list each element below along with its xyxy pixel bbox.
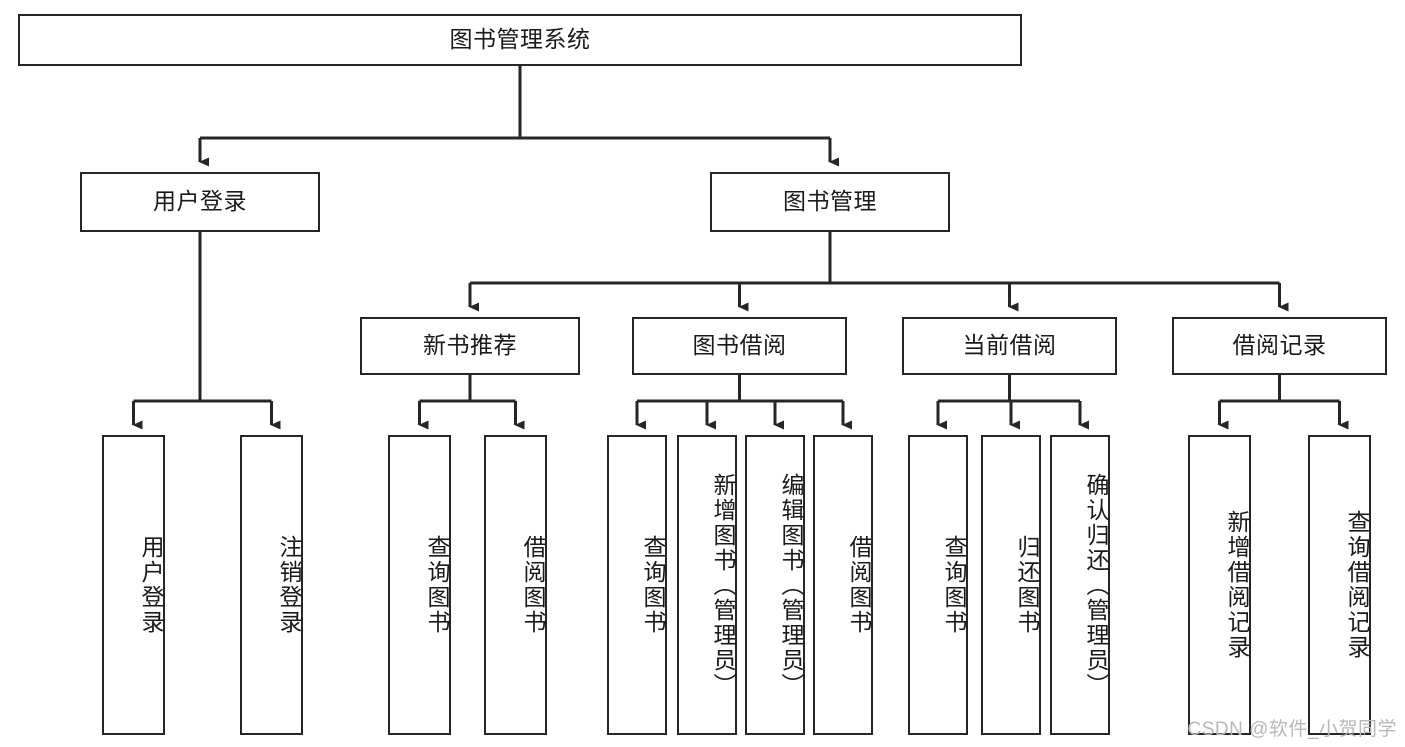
- node-leaf-add-book[interactable]: 新增图书（管理员）: [677, 435, 737, 735]
- node-leaf-borrow-book[interactable]: 借阅图书: [813, 435, 873, 735]
- node-leaf-return-book[interactable]: 归还图书: [981, 435, 1041, 735]
- node-leaf-edit-book[interactable]: 编辑图书（管理员）: [745, 435, 805, 735]
- node-label: 新书推荐: [423, 332, 517, 359]
- node-current-borrow[interactable]: 当前借阅: [902, 317, 1117, 375]
- node-label: 借阅图书: [520, 535, 546, 635]
- node-borrow-record[interactable]: 借阅记录: [1172, 317, 1387, 375]
- node-label: 新增图书（管理员）: [710, 472, 736, 698]
- node-user-login[interactable]: 用户登录: [80, 172, 320, 232]
- node-new-book-rec[interactable]: 新书推荐: [360, 317, 580, 375]
- node-label: 图书管理: [783, 188, 877, 215]
- node-label: 注销登录: [276, 535, 302, 635]
- node-label: 查询图书: [640, 535, 666, 635]
- node-label: 借阅图书: [846, 535, 872, 635]
- watermark-text: CSDN @软件_小贺同学: [1187, 719, 1397, 740]
- node-leaf-query-record[interactable]: 查询借阅记录: [1308, 435, 1371, 735]
- node-label: 查询借阅记录: [1344, 510, 1370, 660]
- node-leaf-query-book-rec[interactable]: 查询图书: [388, 435, 451, 735]
- node-label: 当前借阅: [962, 332, 1057, 359]
- node-leaf-confirm-return[interactable]: 确认归还（管理员）: [1050, 435, 1110, 735]
- node-label: 用户登录: [153, 188, 247, 215]
- node-root[interactable]: 图书管理系统: [18, 14, 1022, 66]
- node-label: 图书管理系统: [449, 26, 591, 53]
- node-label: 归还图书: [1014, 535, 1040, 635]
- node-leaf-query-book-borrow[interactable]: 查询图书: [607, 435, 667, 735]
- node-label: 新增借阅记录: [1224, 510, 1250, 660]
- node-leaf-add-record[interactable]: 新增借阅记录: [1188, 435, 1251, 735]
- node-label: 确认归还（管理员）: [1083, 472, 1109, 698]
- node-label: 查询图书: [941, 535, 967, 635]
- node-label: 用户登录: [138, 535, 164, 635]
- node-label: 图书借阅: [692, 332, 787, 359]
- node-book-manage[interactable]: 图书管理: [710, 172, 950, 232]
- node-leaf-query-book-cur[interactable]: 查询图书: [908, 435, 968, 735]
- node-leaf-user-logout[interactable]: 注销登录: [240, 435, 303, 735]
- node-label: 借阅记录: [1232, 332, 1327, 359]
- node-label: 编辑图书（管理员）: [778, 472, 804, 698]
- node-leaf-borrow-book-rec[interactable]: 借阅图书: [484, 435, 547, 735]
- node-leaf-user-login[interactable]: 用户登录: [102, 435, 165, 735]
- node-label: 查询图书: [424, 535, 450, 635]
- node-book-borrow[interactable]: 图书借阅: [632, 317, 847, 375]
